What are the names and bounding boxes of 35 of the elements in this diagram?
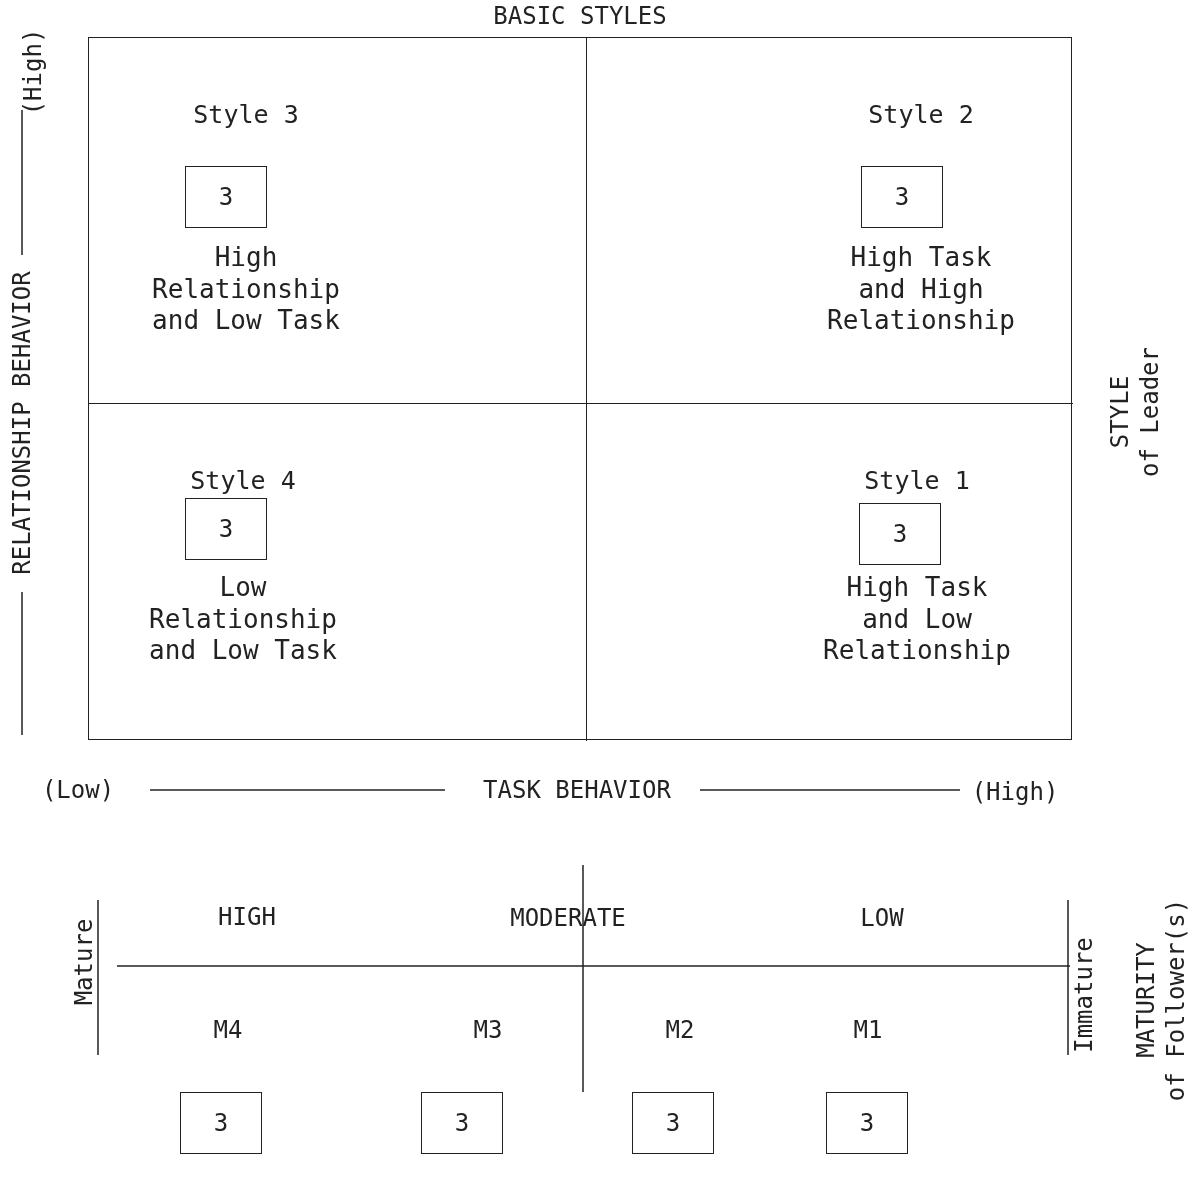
maturity-level: M2 bbox=[665, 1016, 695, 1044]
style-description: High Relationship and Low Task bbox=[152, 242, 340, 338]
scale-end-label: Immature bbox=[1070, 937, 1098, 1053]
axis-label: (High) bbox=[971, 778, 1059, 806]
axis-title: MATURITY bbox=[1132, 942, 1160, 1058]
maturity-level: M4 bbox=[213, 1016, 243, 1044]
scale-label: HIGH bbox=[218, 903, 276, 931]
score-box: 3 bbox=[826, 1092, 908, 1154]
scale-end-label: Mature bbox=[70, 918, 98, 1006]
axis-label: (Low) bbox=[41, 776, 115, 804]
score-box: 3 bbox=[180, 1092, 262, 1154]
axis-title: of Follower(s) bbox=[1162, 898, 1190, 1102]
scale-label: LOW bbox=[860, 904, 904, 932]
style-description: Low Relationship and Low Task bbox=[149, 572, 337, 668]
score-box: 3 bbox=[185, 498, 267, 560]
style-heading: Style 1 bbox=[864, 466, 970, 495]
maturity-level: M3 bbox=[473, 1016, 503, 1044]
style-heading: Style 3 bbox=[193, 100, 299, 129]
style-heading: Style 4 bbox=[190, 466, 296, 495]
axis-title: of Leader bbox=[1136, 347, 1164, 477]
score-box: 3 bbox=[632, 1092, 714, 1154]
axis-title: STYLE bbox=[1106, 375, 1134, 449]
style-heading: Style 2 bbox=[868, 100, 974, 129]
maturity-level: M1 bbox=[853, 1016, 883, 1044]
grid-title: BASIC STYLES bbox=[493, 3, 667, 30]
score-box: 3 bbox=[185, 166, 267, 228]
score-box: 3 bbox=[859, 503, 941, 565]
axis-title: RELATIONSHIP BEHAVIOR bbox=[8, 271, 36, 575]
score-box: 3 bbox=[421, 1092, 503, 1154]
axis-label: (High) bbox=[19, 28, 47, 116]
quadrant-cell bbox=[89, 38, 587, 404]
style-description: High Task and Low Relationship bbox=[823, 572, 1011, 668]
score-box: 3 bbox=[861, 166, 943, 228]
axis-title: TASK BEHAVIOR bbox=[483, 776, 671, 804]
style-description: High Task and High Relationship bbox=[827, 242, 1015, 338]
